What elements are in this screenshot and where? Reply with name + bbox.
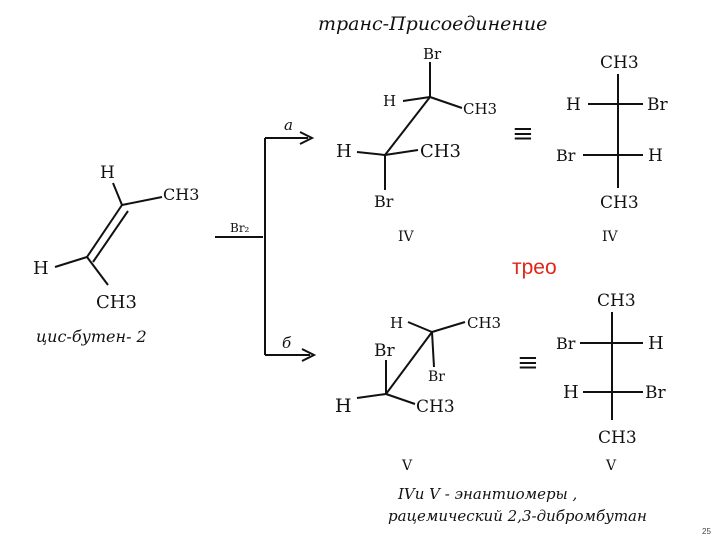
equivalence-sign-upper: ≡ [512, 119, 534, 149]
bond-ch3-bot [385, 393, 416, 405]
bond-ch3-top [429, 96, 463, 109]
group-ch3-top: CH3 [597, 291, 636, 311]
group-ch3-top: CH3 [467, 314, 501, 332]
group-ch3-top: CH3 [600, 53, 639, 73]
atom-br-left: Br [374, 341, 395, 361]
atom-h-top: H [383, 92, 396, 110]
equivalence-sign-lower: ≡ [517, 348, 539, 378]
bond-ch3-bot [384, 149, 419, 156]
v-label-right: V [605, 458, 617, 474]
bond-ch3-1 [121, 196, 163, 206]
page-number: 25 [702, 527, 711, 536]
bond-h2 [54, 256, 88, 268]
atom-h-left: H [566, 95, 581, 115]
iv-label-right: IV [602, 229, 619, 245]
atom-br-left: Br [556, 334, 576, 353]
v-perspective-structure: H CH3 Br Br H CH3 V [335, 314, 501, 474]
bond-h-top [407, 321, 433, 333]
reagent-label: Br₂ [230, 221, 250, 235]
group-ch3-bot: CH3 [600, 193, 639, 213]
atom-br-bot: Br [374, 192, 394, 211]
caption-line-1: IVи V - энантиомеры , [397, 485, 577, 503]
arrow-b-head [301, 348, 317, 362]
bond-c-c [385, 331, 433, 395]
group-ch3-top: CH3 [463, 100, 497, 118]
atom-h-left: H [563, 382, 579, 403]
iv-fischer-projection: CH3 H Br Br H CH3 IV [556, 53, 668, 245]
reaction-arrows: Br₂ a б [215, 116, 317, 362]
bond-ch3-top [431, 321, 466, 333]
atom-h-right: H [648, 333, 664, 354]
threo-label: трео [512, 256, 557, 279]
cis-butene-structure: H CH3 H CH3 цис-бутен- 2 [33, 163, 199, 346]
group-ch3-bot: CH3 [420, 141, 461, 162]
iv-label-left: IV [398, 229, 415, 245]
iv-perspective-structure: Br H CH3 H CH3 Br IV [336, 45, 497, 245]
atom-br-right: Br [647, 95, 668, 115]
reaction-title: транс-Присоединение [318, 13, 547, 35]
bond-h-top [402, 96, 431, 102]
bond-h-bot [356, 393, 387, 399]
bond-c-c [384, 96, 431, 156]
compound-name: цис-бутен- 2 [36, 327, 147, 346]
atom-br-mid: Br [428, 369, 445, 385]
atom-br-right: Br [645, 383, 666, 403]
bond-br-mid [431, 331, 435, 368]
bond-ch3-2 [86, 256, 109, 286]
group-ch3-bot: CH3 [416, 397, 455, 417]
atom-br-left: Br [556, 146, 576, 165]
arrow-a-head [299, 131, 315, 145]
double-bond-2 [92, 210, 129, 263]
group-ch3-bot: CH3 [598, 428, 637, 448]
atom-h-bot: H [336, 141, 352, 162]
atom-h-bot: H [335, 395, 352, 417]
atom-h2: H [33, 258, 49, 279]
bond-h1 [112, 182, 123, 206]
path-b-label: б [282, 334, 292, 352]
group-ch3-2: CH3 [96, 292, 137, 313]
v-fischer-projection: CH3 Br H H Br CH3 V [556, 291, 666, 474]
group-ch3-1: CH3 [163, 185, 199, 204]
caption-line-2: рацемический 2,3-дибромбутан [388, 507, 647, 525]
atom-br-top: Br [423, 45, 442, 63]
atom-h-top: H [390, 314, 403, 332]
atom-h1: H [100, 163, 115, 183]
atom-h-right: H [648, 146, 663, 166]
bond-h-bot [356, 151, 386, 156]
double-bond-1 [86, 204, 123, 258]
path-a-label: a [284, 116, 293, 134]
v-label-left: V [401, 458, 413, 474]
